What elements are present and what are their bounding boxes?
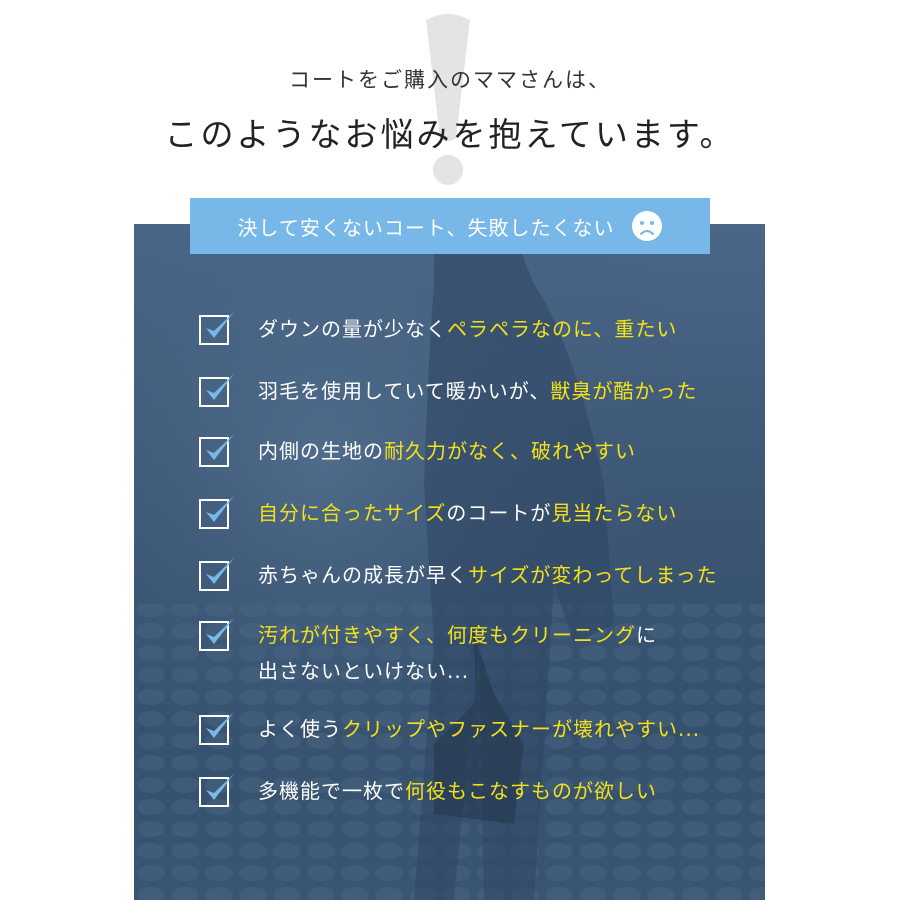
concerns-panel — [134, 224, 765, 900]
highlighted-text: 獣臭が酷かった — [550, 379, 698, 403]
highlighted-text: 汚れが付きやすく、何度もクリーニング — [258, 623, 636, 647]
list-item: ダウンの量が少なくペラペラなのに、重たい — [198, 308, 677, 347]
list-item: 赤ちゃんの成長が早くサイズが変わってしまった — [198, 554, 718, 593]
list-item-line: 自分に合ったサイズのコートが見当たらない — [258, 495, 677, 531]
checkbox-checked-icon — [199, 618, 234, 651]
plain-text: 内側の生地の — [258, 439, 384, 463]
list-item: 多機能で一枚で何役もこなすものが欲しい — [198, 770, 657, 809]
list-item: 自分に合ったサイズのコートが見当たらない — [198, 492, 677, 531]
banner-text: 決して安くないコート、失敗したくない — [237, 215, 615, 240]
list-item-text: よく使うクリップやファスナーが壊れやすい... — [258, 711, 700, 747]
plain-text: に — [636, 623, 657, 647]
list-item-line: 内側の生地の耐久力がなく、破れやすい — [258, 433, 636, 469]
list-item: よく使うクリップやファスナーが壊れやすい... — [198, 708, 700, 747]
highlighted-text: 自分に合ったサイズ — [258, 501, 447, 525]
sad-face-icon — [631, 211, 662, 241]
intro-title: このようなお悩みを抱えています。 — [164, 115, 736, 154]
intro-subtitle: コートをご購入のママさんは、 — [289, 68, 611, 92]
plain-text: のコートが — [446, 501, 552, 525]
list-item-text: ダウンの量が少なくペラペラなのに、重たい — [258, 311, 677, 347]
list-item-text: 赤ちゃんの成長が早くサイズが変わってしまった — [258, 557, 718, 593]
list-item-text: 多機能で一枚で何役もこなすものが欲しい — [258, 773, 657, 809]
list-item-line: ダウンの量が少なくペラペラなのに、重たい — [258, 311, 677, 347]
plain-text: 羽毛を使用していて暖かいが、 — [258, 379, 551, 403]
list-item: 内側の生地の耐久力がなく、破れやすい — [198, 430, 636, 469]
exclamation-mark-icon — [426, 14, 470, 185]
list-item: 汚れが付きやすく、何度もクリーニングに出さないといけない... — [198, 614, 657, 689]
headline-banner: 決して安くないコート、失敗したくない — [190, 198, 710, 254]
list-item-text: 羽毛を使用していて暖かいが、獣臭が酷かった — [258, 373, 697, 409]
background-photo — [134, 224, 765, 900]
highlighted-text: 何役もこなすものが欲しい — [405, 779, 657, 803]
list-item-line: 汚れが付きやすく、何度もクリーニングに — [258, 617, 657, 653]
highlighted-text: ペラペラなのに、重たい — [447, 317, 678, 341]
plain-text: 赤ちゃんの成長が早く — [258, 563, 468, 587]
list-item-text: 汚れが付きやすく、何度もクリーニングに出さないといけない... — [258, 617, 657, 689]
list-item-line: 赤ちゃんの成長が早くサイズが変わってしまった — [258, 557, 718, 593]
checkbox-checked-icon — [199, 434, 234, 467]
highlighted-text: サイズが変わってしまった — [468, 563, 718, 587]
list-item-text: 内側の生地の耐久力がなく、破れやすい — [258, 433, 636, 469]
list-item-line: 出さないといけない... — [258, 653, 657, 689]
checkbox-checked-icon — [199, 496, 234, 529]
checkbox-checked-icon — [199, 712, 234, 745]
list-item-line: 羽毛を使用していて暖かいが、獣臭が酷かった — [258, 373, 697, 409]
highlighted-text: 耐久力がなく、破れやすい — [384, 439, 636, 463]
list-item: 羽毛を使用していて暖かいが、獣臭が酷かった — [198, 370, 697, 409]
highlighted-text: クリップやファスナーが壊れやすい... — [342, 717, 701, 741]
plain-text: ダウンの量が少なく — [258, 317, 447, 341]
plain-text: よく使う — [258, 717, 342, 741]
list-item-line: よく使うクリップやファスナーが壊れやすい... — [258, 711, 700, 747]
checkbox-checked-icon — [199, 558, 234, 591]
plain-text: 出さないといけない... — [258, 659, 470, 683]
highlighted-text: 見当たらない — [551, 501, 678, 525]
checkbox-checked-icon — [199, 774, 234, 807]
checkbox-checked-icon — [199, 312, 234, 345]
checkbox-checked-icon — [199, 374, 234, 407]
list-item-text: 自分に合ったサイズのコートが見当たらない — [258, 495, 677, 531]
plain-text: 多機能で一枚で — [258, 779, 405, 803]
list-item-line: 多機能で一枚で何役もこなすものが欲しい — [258, 773, 657, 809]
